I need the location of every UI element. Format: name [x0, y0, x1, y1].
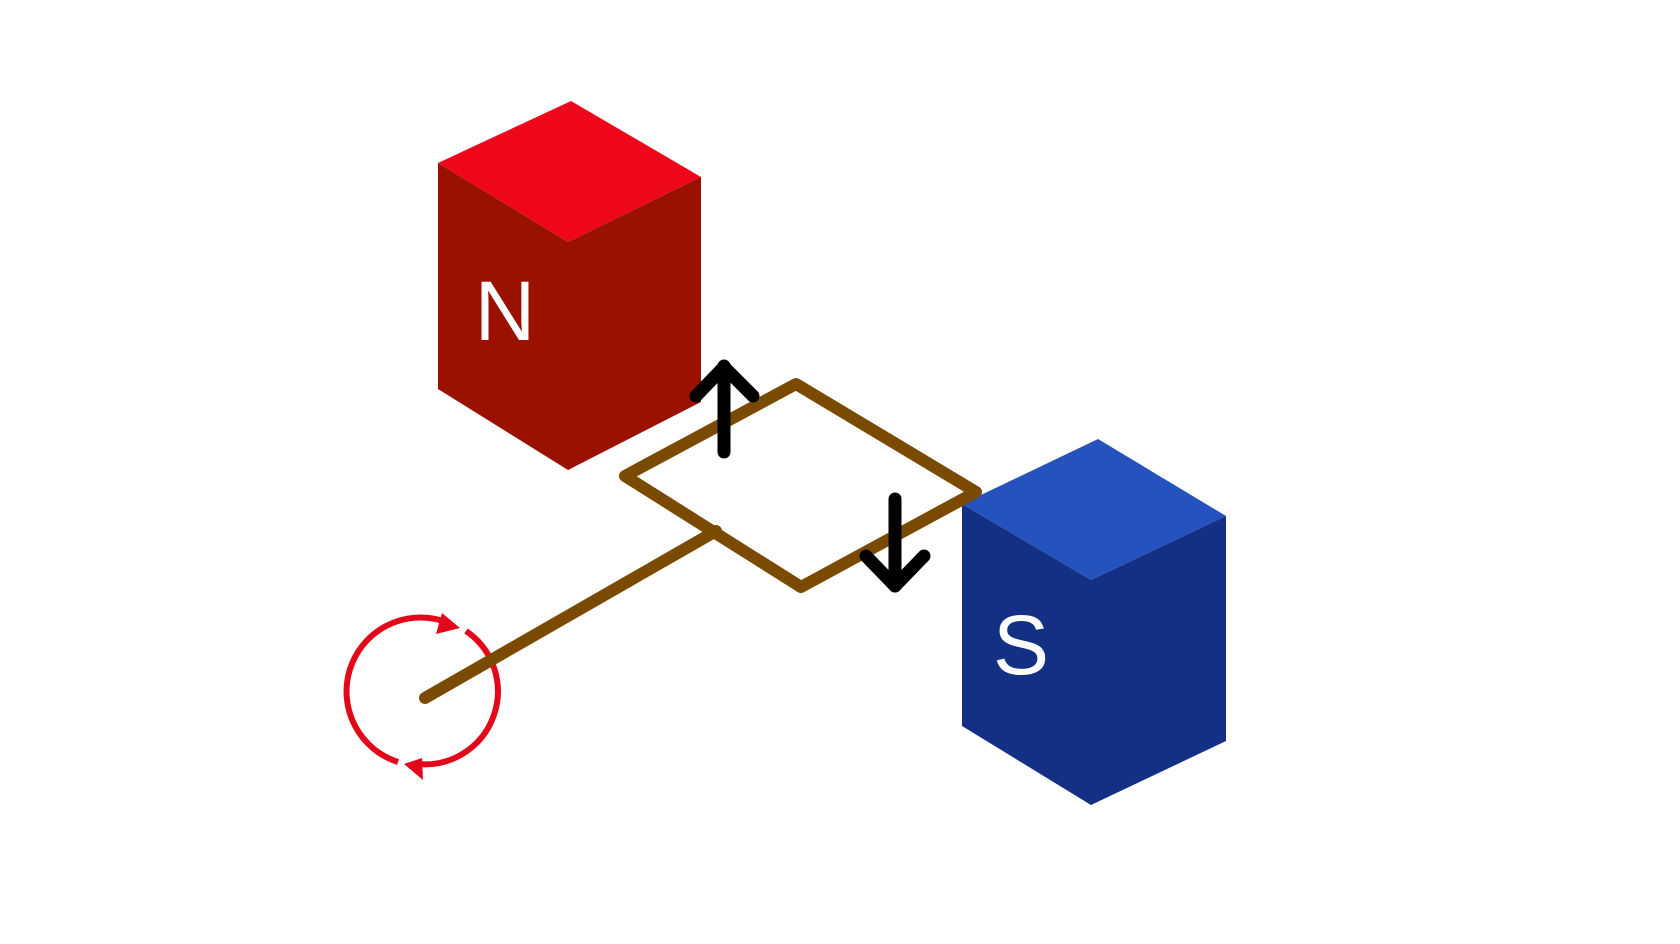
north-magnet-side-face [568, 177, 701, 470]
rotation-arrowhead-bottom [404, 758, 423, 780]
south-magnet: S [962, 439, 1226, 805]
force-arrows [689, 359, 931, 593]
rotation-arc-lower [417, 628, 501, 768]
north-pole-label: N [475, 264, 536, 358]
north-magnet-top-face [438, 101, 701, 242]
north-magnet: N [438, 101, 701, 470]
south-magnet-side-face [1091, 516, 1226, 805]
south-pole-label: S [993, 598, 1049, 692]
wire-coil [419, 378, 982, 704]
rotation-arrowhead-top [436, 613, 460, 634]
arrow-down-icon [859, 492, 931, 593]
rotation-arc-upper [343, 614, 444, 765]
south-magnet-top-face [962, 439, 1226, 580]
arrow-up-icon [689, 359, 760, 459]
north-magnet-front-face [438, 163, 568, 470]
rotation-arrows-icon [343, 613, 501, 780]
coil-shaft [419, 525, 722, 704]
coil-loop [619, 378, 982, 593]
south-magnet-front-face [962, 504, 1091, 805]
